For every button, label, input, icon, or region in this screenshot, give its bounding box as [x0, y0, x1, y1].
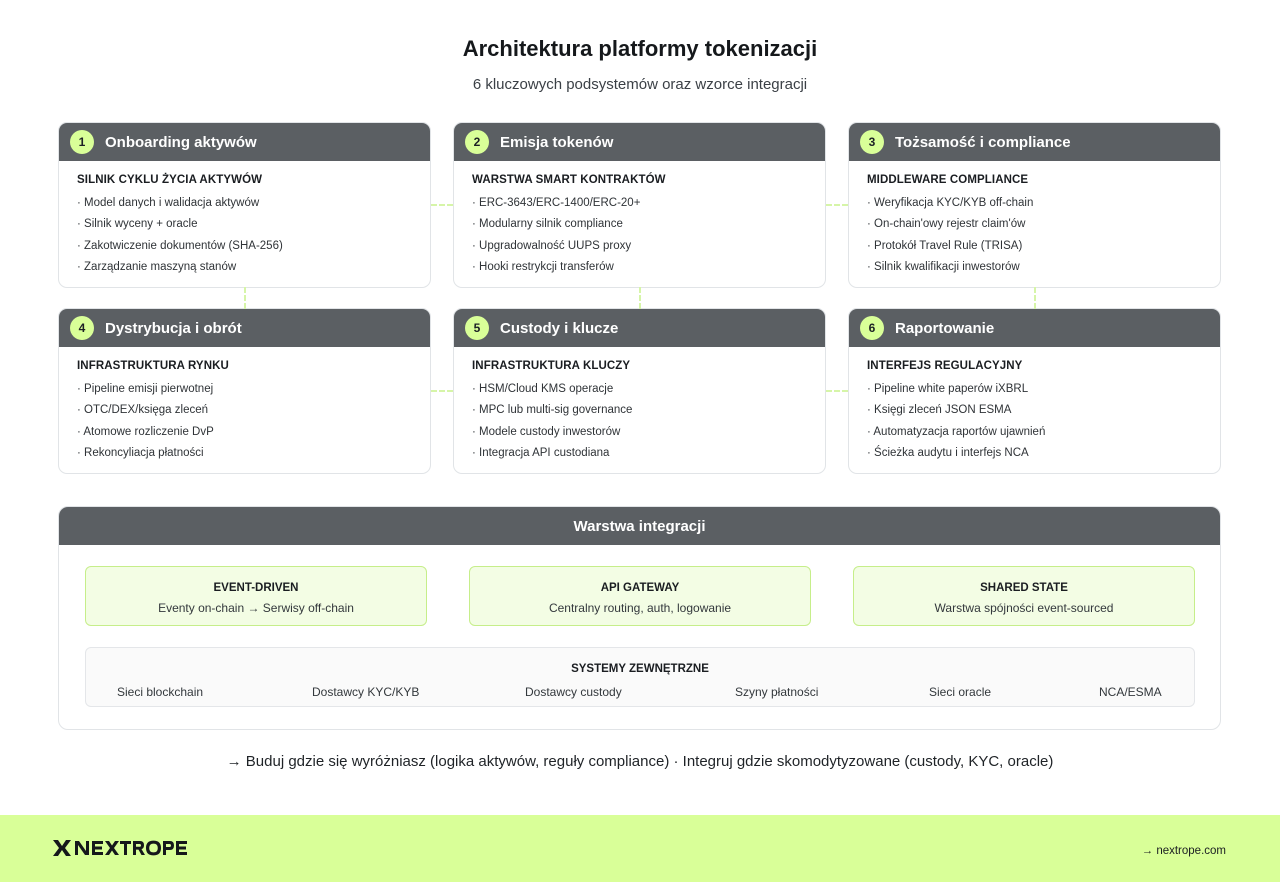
integration-box-title: EVENT-DRIVEN — [213, 582, 299, 594]
website-link[interactable]: → nextrope.com — [1141, 845, 1226, 857]
connector-5-6 — [826, 390, 848, 392]
page-title: Architektura platformy tokenizacji — [462, 36, 818, 61]
integration-box-desc: Centralny routing, auth, logowanie — [548, 601, 732, 615]
module-title: Dystrybucja i obrót — [105, 319, 242, 337]
module-title: Onboarding aktywów — [105, 133, 257, 151]
module-card-custody: 5 Custody i klucze INFRASTRUKTURA KLUCZY… — [453, 308, 826, 474]
module-header: 3 Tożsamość i compliance — [849, 123, 1220, 161]
module-header: 5 Custody i klucze — [454, 309, 825, 347]
module-item: · Integracja API custodiana — [472, 447, 610, 460]
module-item: · Atomowe rozliczenie DvP — [77, 425, 214, 438]
external-systems-box: SYSTEMY ZEWNĘTRZNE Sieci blockchain Dost… — [85, 647, 1195, 707]
module-subtitle: WARSTWA SMART KONTRAKTÓW — [472, 174, 666, 186]
module-item: · Weryfikacja KYC/KYB off-chain — [867, 197, 1034, 209]
integration-box-title: API GATEWAY — [600, 582, 680, 594]
integration-box-api-gateway: API GATEWAY Centralny routing, auth, log… — [469, 566, 811, 626]
module-number-badge: 4 — [70, 316, 94, 340]
module-number-badge: 5 — [465, 316, 489, 340]
module-item: · Model danych i walidacja aktywów — [77, 197, 260, 209]
module-item: · ERC-3643/ERC-1400/ERC-20+ — [472, 197, 641, 209]
page-subtitle: 6 kluczowych podsystemów oraz wzorce int… — [472, 76, 808, 93]
module-card-token-issuance: 2 Emisja tokenów WARSTWA SMART KONTRAKTÓ… — [453, 122, 826, 288]
integration-layer: Warstwa integracji EVENT-DRIVEN Eventy o… — [58, 506, 1221, 730]
module-number-badge: 3 — [860, 130, 884, 154]
module-header: 2 Emisja tokenów — [454, 123, 825, 161]
integration-box-desc: Eventy on-chain → Serwisy off-chain — [158, 601, 354, 615]
module-subtitle: INFRASTRUKTURA KLUCZY — [472, 360, 631, 372]
module-item: · Pipeline white paperów iXBRL — [867, 383, 1029, 395]
module-item: · Pipeline emisji pierwotnej — [77, 383, 214, 395]
connector-2-3 — [826, 204, 848, 206]
integration-title: Warstwa integracji — [59, 507, 1220, 545]
module-number-badge: 6 — [860, 316, 884, 340]
module-subtitle: INFRASTRUKTURA RYNKU — [77, 360, 229, 372]
external-system-item: Szyny płatności — [735, 685, 819, 699]
module-item: · Ścieżka audytu i interfejs NCA — [867, 447, 1029, 460]
external-system-item: Sieci oracle — [929, 685, 992, 699]
module-item: · Silnik wyceny + oracle — [77, 218, 198, 231]
connector-1-2 — [431, 204, 453, 206]
tagline: → Buduj gdzie się wyróżniasz (logika akt… — [226, 753, 1054, 770]
nextrope-logo — [53, 839, 191, 857]
module-item: · MPC lub multi-sig governance — [472, 404, 633, 417]
connector-2-5 — [639, 287, 641, 309]
module-subtitle: SILNIK CYKLU ŻYCIA AKTYWÓW — [77, 174, 263, 186]
module-card-onboarding: 1 Onboarding aktywów SILNIK CYKLU ŻYCIA … — [58, 122, 431, 288]
external-system-item: Dostawcy custody — [525, 685, 622, 699]
module-item: · Protokół Travel Rule (TRISA) — [867, 239, 1023, 252]
module-item: · Rekoncyliacja płatności — [77, 447, 204, 460]
module-title: Tożsamość i compliance — [895, 133, 1071, 151]
connector-1-4 — [244, 287, 246, 309]
module-item: · Automatyzacja raportów ujawnień — [867, 425, 1046, 438]
integration-box-title: SHARED STATE — [980, 582, 1068, 594]
module-item: · Silnik kwalifikacji inwestorów — [867, 261, 1020, 274]
external-system-item: Sieci blockchain — [117, 685, 204, 699]
module-card-distribution: 4 Dystrybucja i obrót INFRASTRUKTURA RYN… — [58, 308, 431, 474]
module-header: 6 Raportowanie — [849, 309, 1220, 347]
module-card-identity-compliance: 3 Tożsamość i compliance MIDDLEWARE COMP… — [848, 122, 1221, 288]
module-header: 4 Dystrybucja i obrót — [59, 309, 430, 347]
module-item: · Hooki restrykcji transferów — [472, 261, 614, 274]
module-title: Emisja tokenów — [500, 133, 614, 151]
module-item: · Zarządzanie maszyną stanów — [77, 261, 237, 274]
module-title: Custody i klucze — [500, 319, 619, 337]
module-subtitle: INTERFEJS REGULACYJNY — [867, 360, 1023, 372]
module-number-badge: 1 — [70, 130, 94, 154]
module-subtitle: MIDDLEWARE COMPLIANCE — [867, 174, 1029, 186]
module-item: · Upgradowalność UUPS proxy — [472, 239, 632, 252]
module-item: · On-chain'owy rejestr claim'ów — [867, 218, 1026, 231]
module-item: · Modularny silnik compliance — [472, 218, 623, 231]
integration-box-event-driven: EVENT-DRIVEN Eventy on-chain → Serwisy o… — [85, 566, 427, 626]
integration-box-desc: Warstwa spójności event-sourced — [934, 601, 1114, 615]
module-item: · Modele custody inwestorów — [472, 425, 621, 438]
module-item: · Zakotwiczenie dokumentów (SHA-256) — [77, 239, 283, 252]
external-systems-title: SYSTEMY ZEWNĘTRZNE — [571, 663, 709, 675]
module-item: · OTC/DEX/księga zleceń — [77, 404, 209, 417]
integration-box-shared-state: SHARED STATE Warstwa spójności event-sou… — [853, 566, 1195, 626]
external-system-item: NCA/ESMA — [1099, 685, 1162, 699]
footer-bar: → nextrope.com — [0, 815, 1280, 882]
module-header: 1 Onboarding aktywów — [59, 123, 430, 161]
external-system-item: Dostawcy KYC/KYB — [312, 685, 420, 699]
module-title: Raportowanie — [895, 319, 995, 337]
nextrope-logo-icon — [53, 840, 187, 856]
module-card-reporting: 6 Raportowanie INTERFEJS REGULACYJNY · P… — [848, 308, 1221, 474]
connector-4-5 — [431, 390, 453, 392]
module-item: · HSM/Cloud KMS operacje — [472, 383, 614, 395]
connector-3-6 — [1034, 287, 1036, 309]
module-item: · Księgi zleceń JSON ESMA — [867, 404, 1012, 417]
module-number-badge: 2 — [465, 130, 489, 154]
